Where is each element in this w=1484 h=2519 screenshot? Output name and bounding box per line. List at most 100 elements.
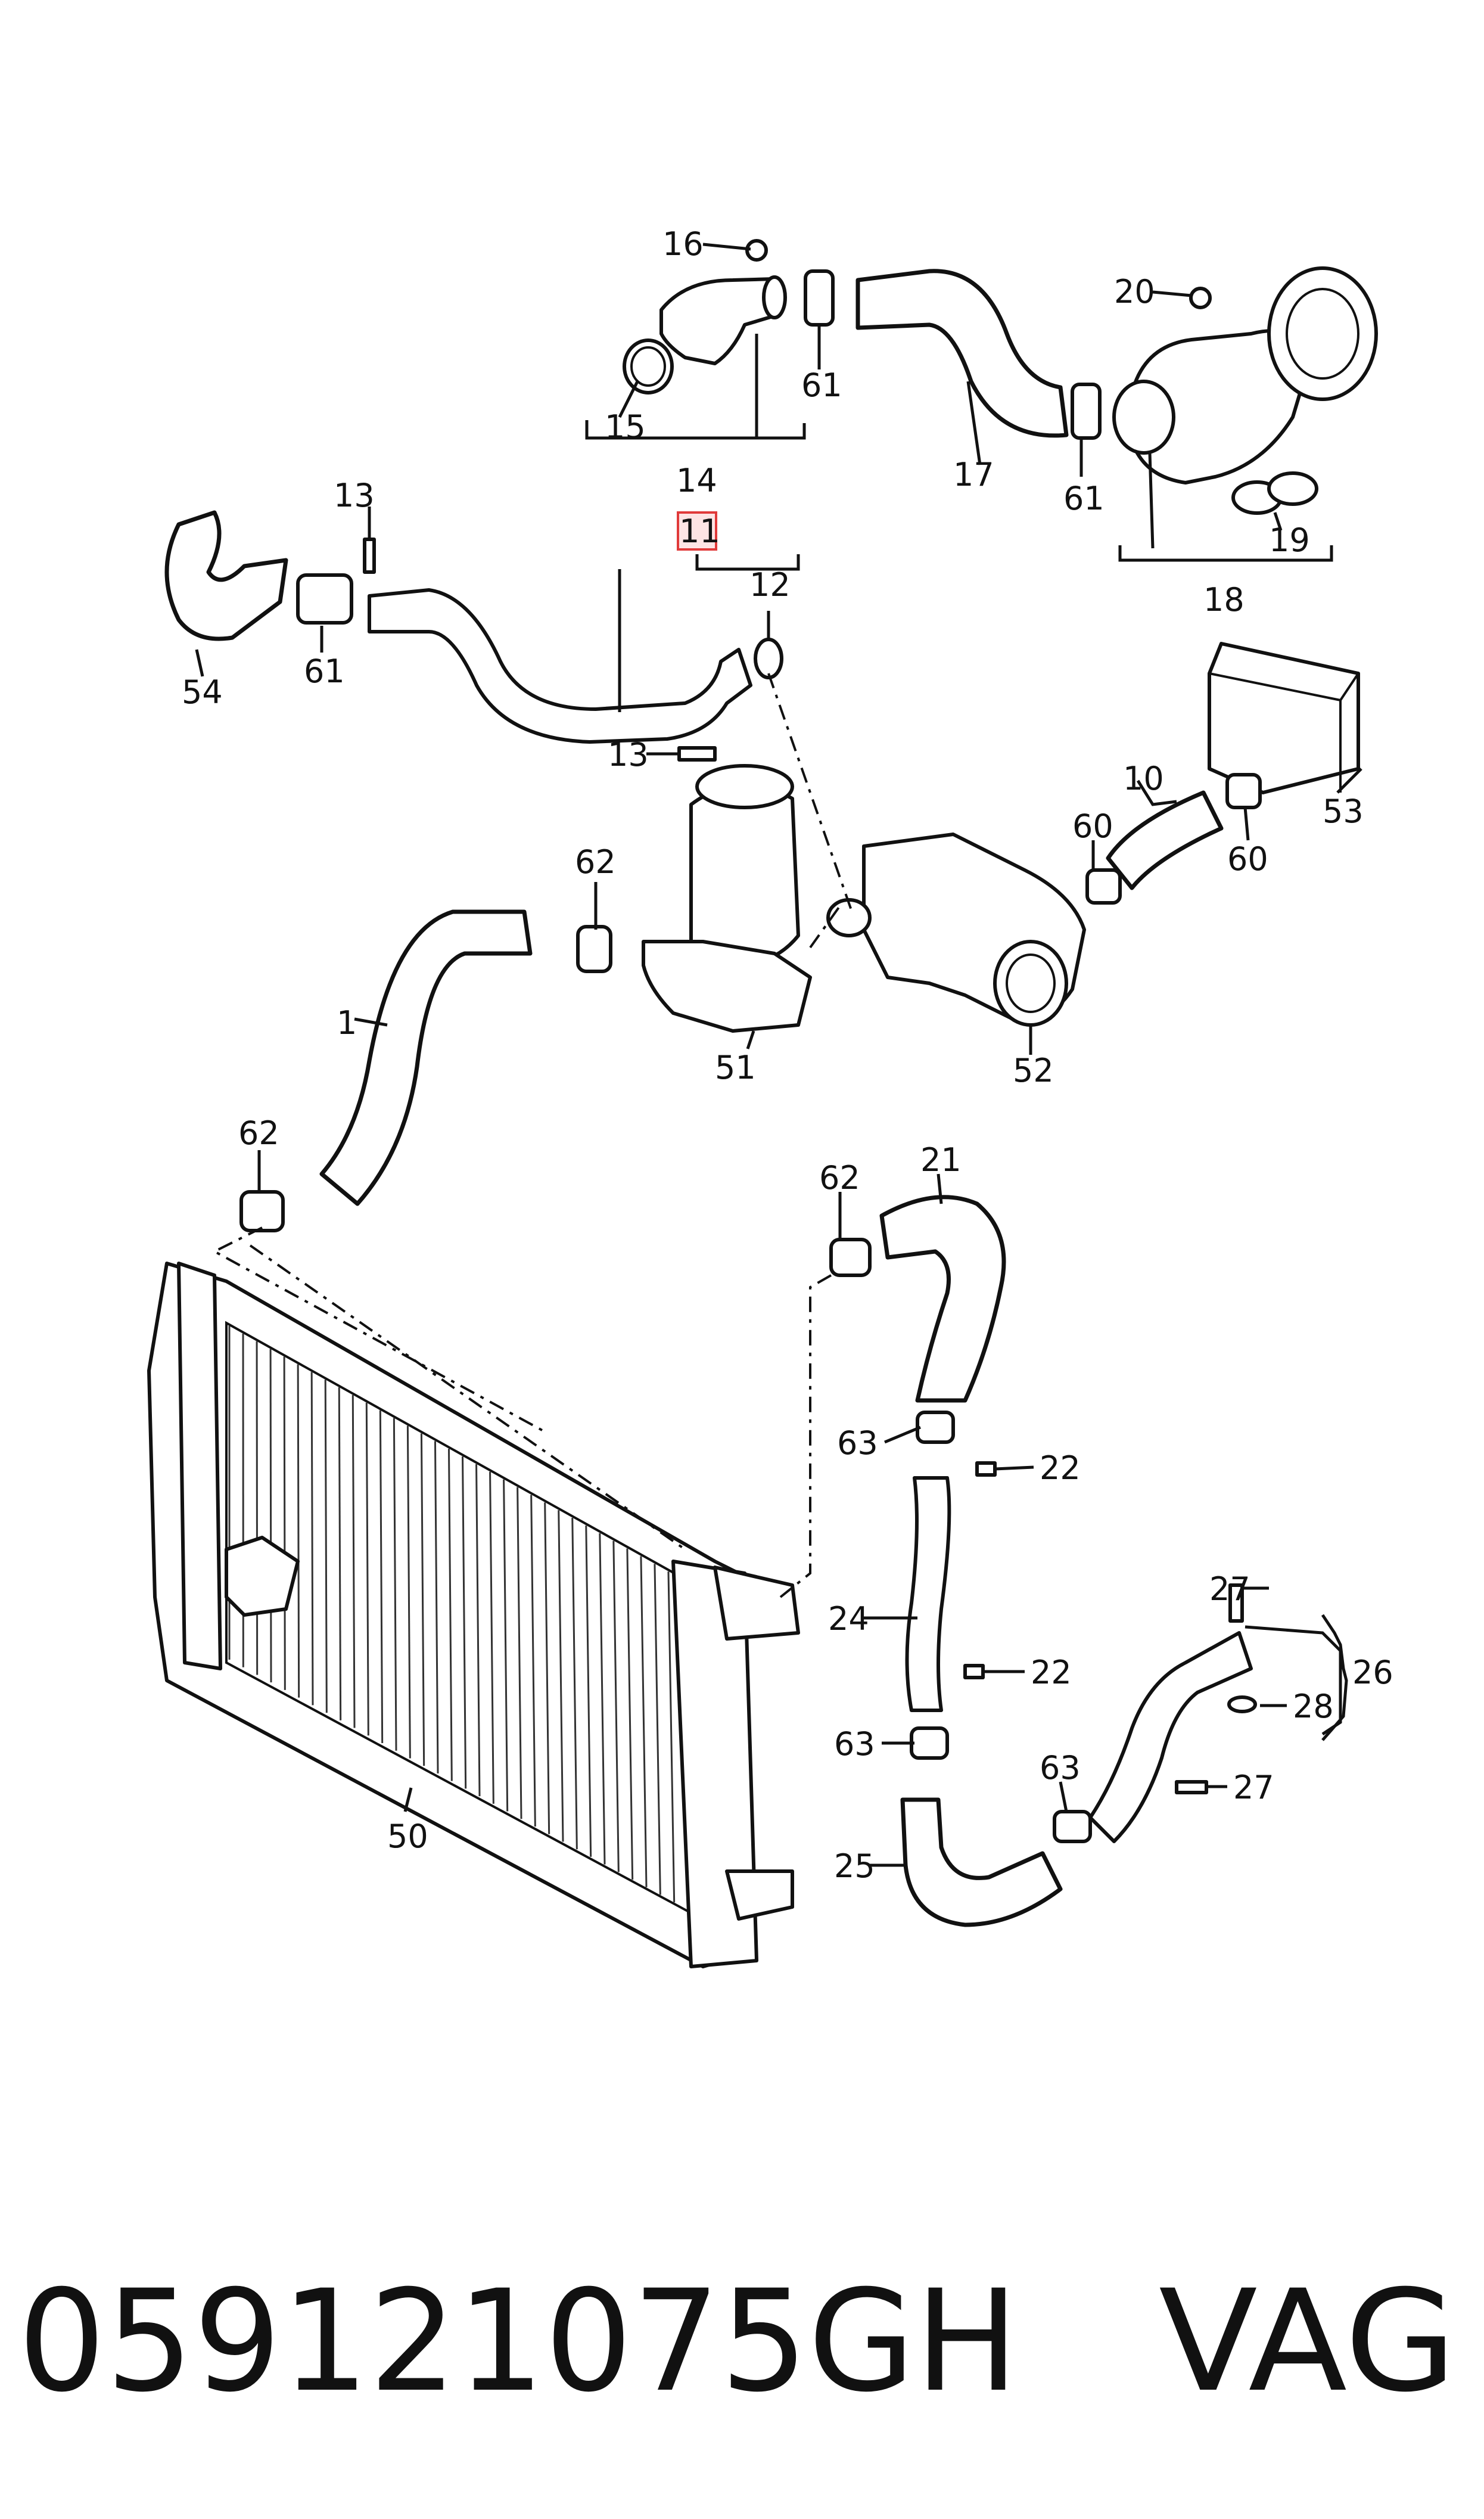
callout-11[interactable]: 11 xyxy=(679,513,720,550)
callout-21[interactable]: 21 xyxy=(920,1141,962,1179)
bolt-27-upper xyxy=(1228,1583,1244,1623)
callout-22-a[interactable]: 22 xyxy=(1040,1449,1081,1487)
callouts: 16 15 14 61 17 61 20 19 18 11 12 13 13 5… xyxy=(182,225,1393,1885)
callout-52[interactable]: 52 xyxy=(1013,1052,1054,1089)
callout-12[interactable]: 12 xyxy=(749,566,791,604)
radiator-fin xyxy=(475,1464,481,1797)
radiator-fin xyxy=(503,1479,509,1812)
clamp-62-left xyxy=(239,1190,285,1232)
pipe-24 xyxy=(905,1476,951,1712)
radiator-fin xyxy=(406,1425,411,1759)
radiator-fin xyxy=(269,1349,272,1683)
callout-13-lower[interactable]: 13 xyxy=(608,736,649,774)
callout-16[interactable]: 16 xyxy=(662,225,704,263)
clamp-62-right xyxy=(829,1238,872,1277)
radiator-fin xyxy=(489,1471,494,1804)
leader-lines xyxy=(195,243,1362,1867)
callout-13-upper[interactable]: 13 xyxy=(334,477,375,514)
oil-cooler-53 xyxy=(1208,642,1360,794)
callout-62-mid[interactable]: 62 xyxy=(575,843,616,881)
radiator-50 xyxy=(147,1262,800,1968)
callout-53[interactable]: 53 xyxy=(1323,793,1364,830)
callout-20[interactable]: 20 xyxy=(1114,273,1155,310)
radiator-fin xyxy=(338,1387,342,1720)
clamp-61-left xyxy=(296,573,353,625)
callout-60-a[interactable]: 60 xyxy=(1072,807,1113,845)
pipe-11 xyxy=(368,588,752,744)
callout-14[interactable]: 14 xyxy=(676,462,717,499)
callout-60-b[interactable]: 60 xyxy=(1227,840,1268,878)
radiator-fin xyxy=(558,1510,564,1842)
radiator-fin xyxy=(585,1525,592,1857)
hose-17 xyxy=(855,269,1069,438)
radiator-fin xyxy=(447,1449,453,1781)
callout-27-a[interactable]: 27 xyxy=(1209,1570,1250,1608)
callout-63-b[interactable]: 63 xyxy=(834,1725,875,1763)
callout-25[interactable]: 25 xyxy=(834,1847,875,1885)
callout-24[interactable]: 24 xyxy=(828,1600,869,1638)
part-number: 059121075GH xyxy=(18,2260,1019,2423)
hose-21 xyxy=(879,1195,1006,1403)
pipe-26 xyxy=(1088,1631,1253,1843)
callout-54[interactable]: 54 xyxy=(182,673,223,711)
callout-63-c[interactable]: 63 xyxy=(1040,1749,1081,1787)
callout-11-highlight xyxy=(677,511,717,551)
callout-22-b[interactable]: 22 xyxy=(1031,1654,1072,1691)
callout-27-b[interactable]: 27 xyxy=(1233,1769,1274,1806)
connection-lines xyxy=(211,673,853,1598)
oil-filter-51 xyxy=(642,764,812,1033)
clamp-62-mid xyxy=(576,925,612,973)
pump-52 xyxy=(826,833,1086,1027)
callout-19[interactable]: 19 xyxy=(1269,521,1310,559)
callout-17[interactable]: 17 xyxy=(953,456,994,493)
bolt-13-upper xyxy=(363,538,376,574)
hose-10 xyxy=(1106,790,1224,890)
pipe-14-group xyxy=(623,239,787,395)
hose-1 xyxy=(319,909,533,1206)
radiator-fin xyxy=(324,1380,328,1713)
callout-61-left[interactable]: 61 xyxy=(304,653,345,690)
callout-1[interactable]: 1 xyxy=(337,1004,357,1042)
bolt-22-upper xyxy=(975,1461,997,1477)
callout-26[interactable]: 26 xyxy=(1352,1654,1393,1691)
radiator-fin xyxy=(626,1548,634,1880)
radiator-fin xyxy=(297,1364,300,1698)
callout-61-top-b[interactable]: 61 xyxy=(1063,480,1105,517)
clamp-60 xyxy=(1085,773,1262,905)
o-rings-19 xyxy=(1231,471,1318,515)
callout-15[interactable]: 15 xyxy=(605,408,646,446)
callout-28[interactable]: 28 xyxy=(1293,1688,1334,1725)
radiator-fin xyxy=(612,1540,620,1872)
callout-61-top-a[interactable]: 61 xyxy=(801,366,842,404)
housing-18 xyxy=(1112,266,1378,484)
clamp-63 xyxy=(910,1411,1092,1843)
radiator-fin xyxy=(640,1556,648,1887)
callout-63-a[interactable]: 63 xyxy=(837,1424,878,1462)
radiator-fin xyxy=(571,1517,578,1850)
callout-50[interactable]: 50 xyxy=(387,1818,428,1855)
callout-18[interactable]: 18 xyxy=(1203,581,1245,619)
bolt-22-lower xyxy=(963,1664,985,1679)
radiator-fin xyxy=(654,1564,661,1895)
callout-10[interactable]: 10 xyxy=(1123,760,1164,797)
radiator-fin xyxy=(462,1456,467,1789)
radiator-fin xyxy=(283,1356,286,1690)
bolt-13-lower xyxy=(677,746,717,762)
radiator-fin xyxy=(365,1402,369,1736)
radiator-fin xyxy=(599,1533,606,1865)
o-ring-12 xyxy=(754,638,783,679)
hose-25 xyxy=(900,1797,1063,1927)
gasket-28 xyxy=(1227,1695,1257,1713)
radiator-fins xyxy=(228,1326,689,1911)
radiator-fin xyxy=(434,1441,439,1773)
radiator-fin xyxy=(351,1394,356,1728)
callout-62-left[interactable]: 62 xyxy=(238,1114,279,1152)
radiator-fin xyxy=(517,1487,522,1819)
callout-51[interactable]: 51 xyxy=(715,1049,756,1086)
radiator-fin xyxy=(544,1502,550,1834)
bolt-27-lower xyxy=(1175,1780,1208,1794)
radiator-fin xyxy=(530,1495,536,1827)
callout-62-right[interactable]: 62 xyxy=(819,1159,860,1197)
radiator-fin xyxy=(310,1372,314,1706)
